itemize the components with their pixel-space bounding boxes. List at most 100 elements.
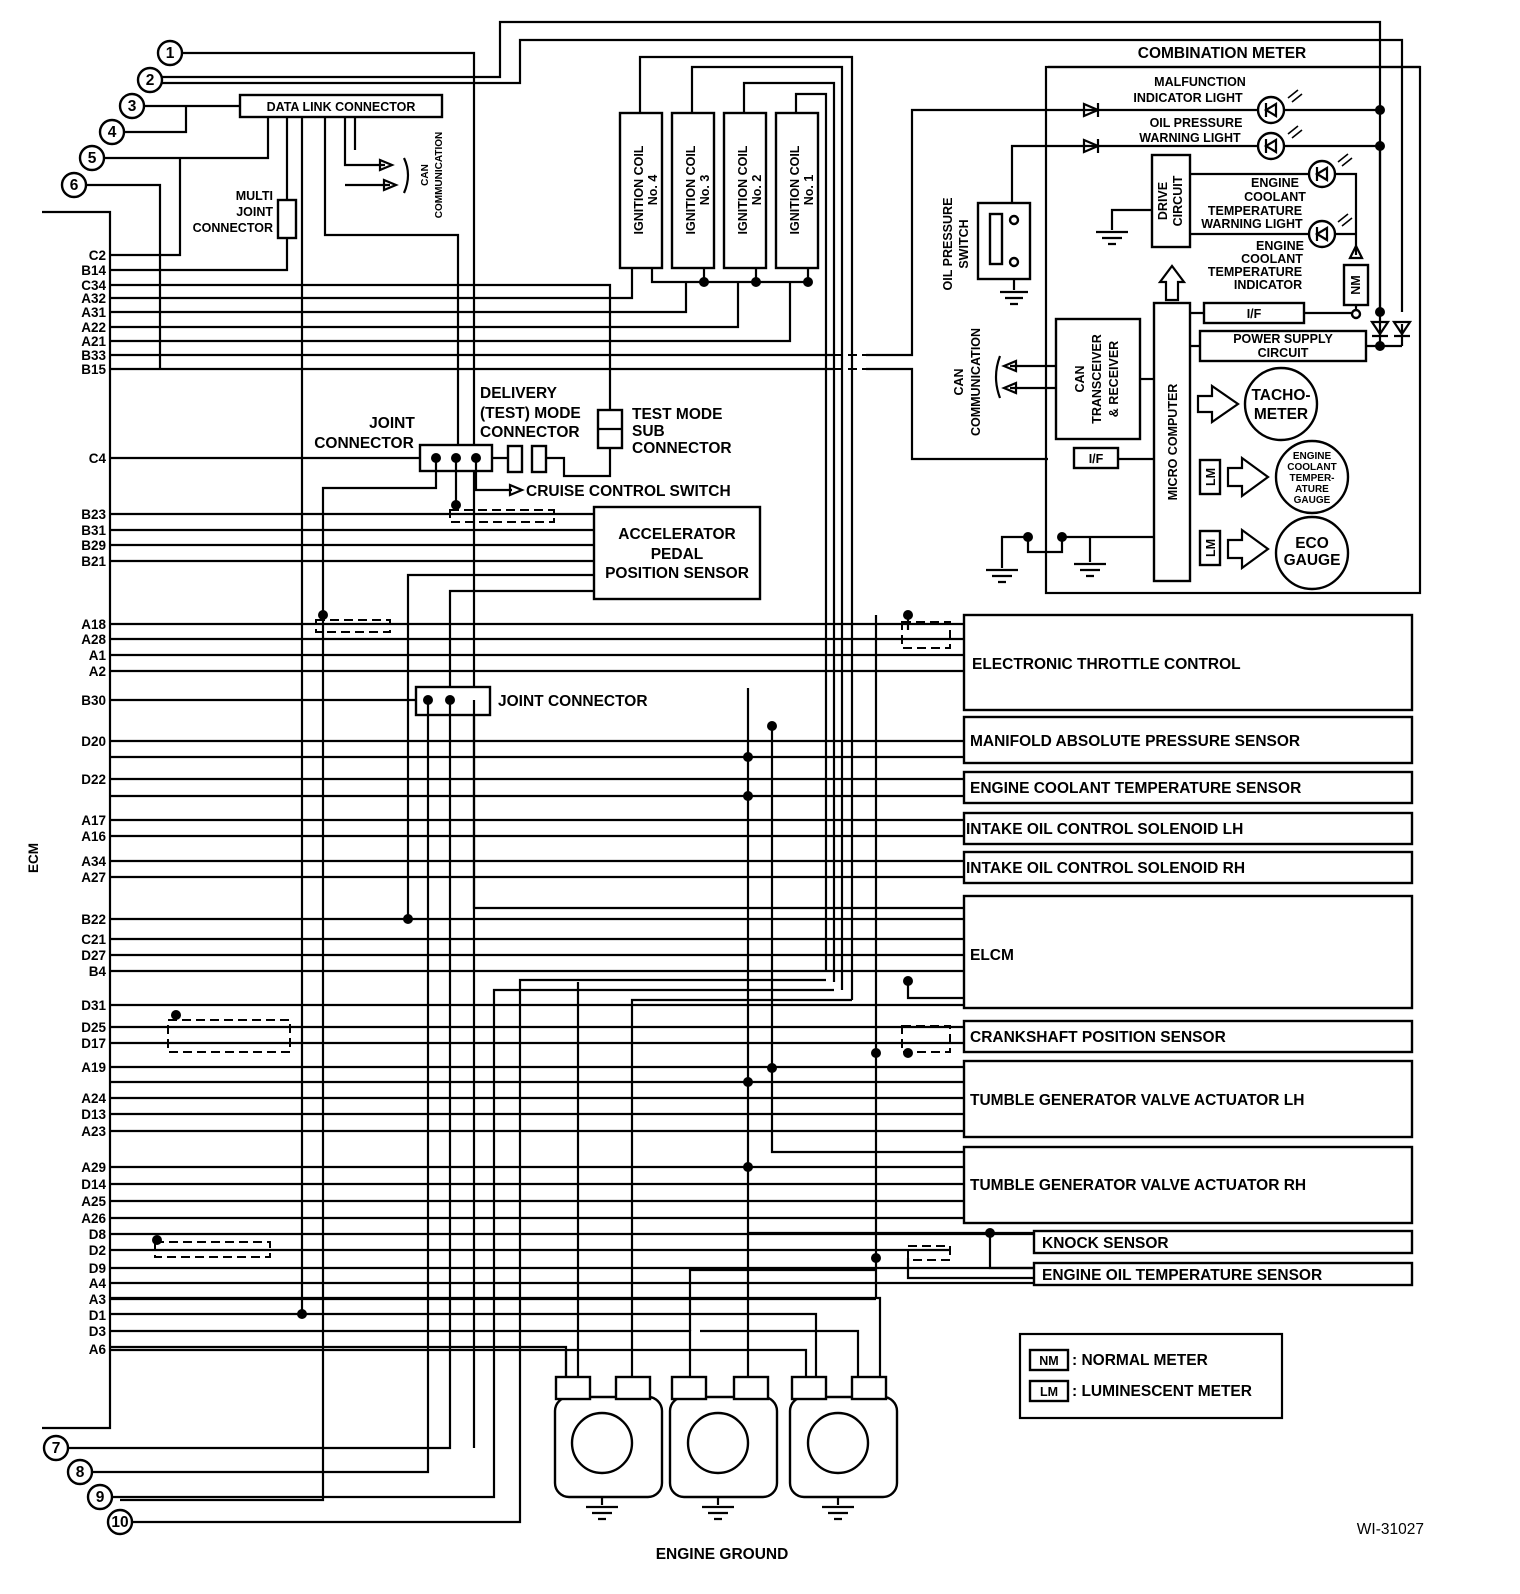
svg-text:LM: LM [1040,1385,1058,1399]
engine-ground-label: ENGINE GROUND [656,1546,789,1563]
tachometer [1243,366,1319,442]
svg-text:DELIVERY: DELIVERY [480,385,558,402]
svg-text:ENGINE: ENGINE [1251,176,1299,190]
svg-text:KNOCK SENSOR: KNOCK SENSOR [1042,1235,1169,1252]
svg-text:No. 2: No. 2 [750,175,764,206]
svg-text:(TEST) MODE: (TEST) MODE [480,405,581,422]
terminal-4: 4 [98,118,126,146]
legend-box [1018,1332,1284,1420]
ecm-pin-b15: B15 [81,362,106,377]
svg-text:GAUGE: GAUGE [1294,495,1331,506]
ecm-pin-a28: A28 [81,632,106,647]
terminal-1: 1 [156,39,184,67]
manifold-absolute-pressure-sensor [962,715,1414,765]
engine-coolant-temperature-sensor [962,770,1414,805]
svg-text:COMMUNICATION: COMMUNICATION [434,132,445,218]
svg-text:3: 3 [128,98,137,115]
crankshaft-position-sensor [962,1019,1414,1054]
svg-text:9: 9 [96,1489,105,1506]
svg-text:JOINT: JOINT [236,205,273,219]
svg-text:CAN: CAN [1073,365,1087,392]
ecm-pin-d25: D25 [81,1020,106,1035]
svg-text:CRUISE CONTROL SWITCH: CRUISE CONTROL SWITCH [526,483,731,500]
svg-text:ENGINE: ENGINE [1256,239,1304,253]
svg-text:CONNECTOR: CONNECTOR [632,440,732,457]
engine-grounds [553,1375,899,1521]
ecm-pin-a16: A16 [81,829,106,844]
ecm-pin-a29: A29 [81,1160,106,1175]
terminal-9: 9 [86,1483,114,1511]
svg-text:TUMBLE GENERATOR VALVE ACTUATO: TUMBLE GENERATOR VALVE ACTUATOR RH [970,1177,1306,1194]
svg-text:PEDAL: PEDAL [651,546,704,563]
ecm-pin-a2: A2 [89,664,106,679]
ecm-pin-c34: C34 [81,278,106,293]
svg-text:CIRCUIT: CIRCUIT [1258,346,1309,360]
svg-text:I/F: I/F [1247,307,1262,321]
ecm-pin-a31: A31 [81,305,106,320]
ecm-pin-b4: B4 [89,964,107,979]
engine-coolant-temperature-gauge [1274,439,1350,515]
terminal-7: 7 [42,1434,70,1462]
ecm-pin-a18: A18 [81,617,106,632]
svg-text:MICRO COMPUTER: MICRO COMPUTER [1166,384,1180,501]
ecm-label: ECM [26,843,41,873]
ecm-pin-d14: D14 [81,1177,106,1192]
svg-text:METER: METER [1254,406,1308,423]
svg-text:ECO: ECO [1295,535,1329,552]
terminal-10: 10 [106,1508,134,1536]
svg-text:INDICATOR: INDICATOR [1234,278,1302,292]
ignition-coil-4 [618,111,664,270]
ecm-pin-d8: D8 [89,1227,107,1242]
ecm-pin-a34: A34 [81,854,106,869]
svg-text:: NORMAL METER: : NORMAL METER [1072,1352,1208,1369]
terminal-circles-bottom: 7 8 9 10 [42,1434,134,1536]
ecm-pin-d9: D9 [89,1261,106,1276]
svg-text:CAN: CAN [952,368,966,395]
ignition-coils: IGNITION COIL No. 4 IGNITION COIL No. 3 … [618,111,820,270]
ecm-pin-a1: A1 [89,648,107,663]
ecm-pin-b29: B29 [81,538,106,553]
svg-text:MANIFOLD ABSOLUTE PRESSURE SEN: MANIFOLD ABSOLUTE PRESSURE SENSOR [970,733,1300,750]
svg-text:8: 8 [76,1464,85,1481]
svg-text:COMMUNICATION: COMMUNICATION [969,328,983,436]
ecm-pin-b23: B23 [81,507,106,522]
ecm-pin-b33: B33 [81,348,106,363]
terminal-2: 2 [136,66,164,94]
ecm-pin-labels: C2B14C34A32A31A22A21B33B15C4B23B31B29B21… [81,248,106,1357]
ecm-pin-b30: B30 [81,693,106,708]
component-boxes: ELECTRONIC THROTTLE CONTROL MANIFOLD ABS… [962,613,1414,1287]
ignition-coil-3 [670,111,716,270]
ecm-pin-c4: C4 [89,451,107,466]
svg-text:IGNITION COIL: IGNITION COIL [684,145,698,234]
engine-oil-temperature-sensor [1032,1261,1414,1287]
svg-text:ENGINE COOLANT TEMPERATURE SEN: ENGINE COOLANT TEMPERATURE SENSOR [970,780,1301,797]
ecm-pin-a24: A24 [81,1091,106,1106]
svg-text:TEMPER-: TEMPER- [1290,473,1335,484]
svg-text:CAN: CAN [420,164,431,186]
ecm-pin-c21: C21 [81,932,106,947]
ecm-pin-d3: D3 [89,1324,107,1339]
svg-text:No. 4: No. 4 [646,175,660,206]
ecm-pin-c2: C2 [89,248,106,263]
terminal-circles-top: 1 2 3 4 5 6 [60,39,184,199]
knock-sensor [1032,1229,1414,1255]
intake-oil-control-solenoid-rh [962,850,1414,885]
intake-oil-control-solenoid-lh [962,811,1414,846]
ecm-pin-d17: D17 [81,1036,106,1051]
svg-text:No. 3: No. 3 [698,175,712,206]
ecm-pin-d27: D27 [81,948,106,963]
svg-text:TACHO-: TACHO- [1251,387,1310,404]
accelerator-pedal-position-sensor [592,505,762,601]
svg-text:SWITCH: SWITCH [957,219,971,268]
svg-text:CIRCUIT: CIRCUIT [1171,175,1185,226]
svg-text:1: 1 [166,45,175,62]
ecm-pin-b31: B31 [81,523,106,538]
drive-circuit [1150,153,1192,249]
eco-gauge [1274,515,1350,591]
oil-pressure-switch [976,201,1032,281]
svg-text:NM: NM [1039,1354,1058,1368]
ecm-pin-a3: A3 [89,1292,107,1307]
svg-text:MALFUNCTION: MALFUNCTION [1154,75,1246,89]
svg-text:TEMPERATURE: TEMPERATURE [1208,265,1302,279]
